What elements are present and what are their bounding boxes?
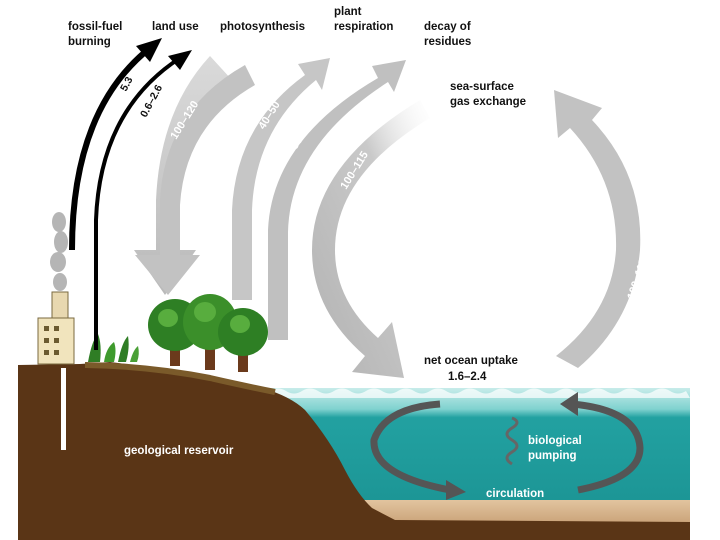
ocean-circulation-loop bbox=[370, 392, 644, 500]
fossil-fuel-label-line2: burning bbox=[68, 36, 111, 48]
biological-pumping-label-line1: biological bbox=[528, 435, 582, 447]
biological-pumping-label-line2: pumping bbox=[528, 450, 577, 462]
land-use-arrow bbox=[94, 56, 182, 350]
grassy-slope bbox=[84, 362, 276, 395]
factory bbox=[37, 291, 75, 365]
chimney-smoke bbox=[50, 212, 68, 291]
photosynthesis-label: photosynthesis bbox=[220, 21, 305, 33]
decay-arrow bbox=[245, 60, 406, 340]
ocean-release-arrow bbox=[554, 90, 641, 368]
plant-respiration-label-line2: respiration bbox=[334, 21, 393, 33]
fossil-fuel-label-line1: fossil-fuel bbox=[68, 21, 122, 33]
photosynthesis-arrow bbox=[134, 56, 232, 295]
biological-pumping-squiggle bbox=[505, 416, 519, 466]
fossil-fuel-arrowhead bbox=[136, 38, 162, 62]
decay-label-line2: residues bbox=[424, 36, 471, 48]
borehole-pipe bbox=[61, 368, 66, 450]
sea-surface-label-line1: sea-surface bbox=[450, 81, 514, 93]
ocean-uptake-arrow bbox=[312, 100, 430, 378]
fossil-fuel-arrow bbox=[69, 45, 152, 251]
circulation-label: circulation bbox=[486, 488, 544, 500]
forest-trees bbox=[148, 294, 268, 372]
photosynthesis-arrow-body bbox=[135, 65, 255, 295]
plant-respiration-arrow bbox=[210, 58, 330, 300]
decay-label-line1: decay of bbox=[424, 21, 471, 33]
net-ocean-uptake-value: 1.6–2.4 bbox=[448, 371, 487, 383]
sea-surface-label-line2: gas exchange bbox=[450, 96, 526, 108]
net-ocean-uptake-label-line1: net ocean uptake bbox=[424, 355, 518, 367]
ocean-wave-line bbox=[270, 388, 690, 398]
geological-reservoir bbox=[18, 362, 690, 540]
land-use-label: land use bbox=[152, 21, 199, 33]
plant-respiration-label-line1: plant bbox=[334, 6, 362, 18]
land-use-arrowhead bbox=[168, 50, 192, 70]
geological-reservoir-label: geological reservoir bbox=[124, 445, 234, 457]
